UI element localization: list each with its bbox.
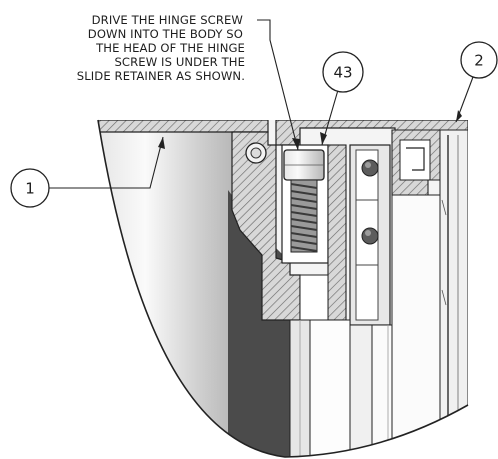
- detail-circle-outline: [97, 119, 469, 458]
- hinge-block-section: [231, 131, 301, 321]
- ball-bearing-lower: [361, 227, 379, 245]
- note-line-5: SLIDE RETAINER AS SHOWN.: [76, 69, 245, 83]
- callout-balloon-43: 43: [322, 51, 364, 93]
- note-line-3: THE HEAD OF THE HINGE: [96, 41, 245, 55]
- body-cap-section: [98, 120, 269, 133]
- note-line-2: DOWN INTO THE BODY SO: [87, 27, 243, 41]
- body-face: [98, 132, 233, 457]
- section-view: [98, 120, 468, 457]
- hinge-screw-threads: [290, 179, 318, 253]
- note-line-4: SCREW IS UNDER THE: [114, 55, 245, 69]
- callout-balloon-2: 2: [460, 41, 498, 79]
- note-line-1: DRIVE THE HINGE SCREW: [91, 13, 243, 27]
- ball-bearing-upper: [361, 159, 379, 177]
- callout-label-2: 2: [474, 52, 484, 70]
- leader-arrows: [158, 110, 462, 150]
- callout-balloon-1: 1: [10, 168, 50, 208]
- callout-label-43: 43: [333, 64, 352, 82]
- callout-label-1: 1: [25, 180, 35, 198]
